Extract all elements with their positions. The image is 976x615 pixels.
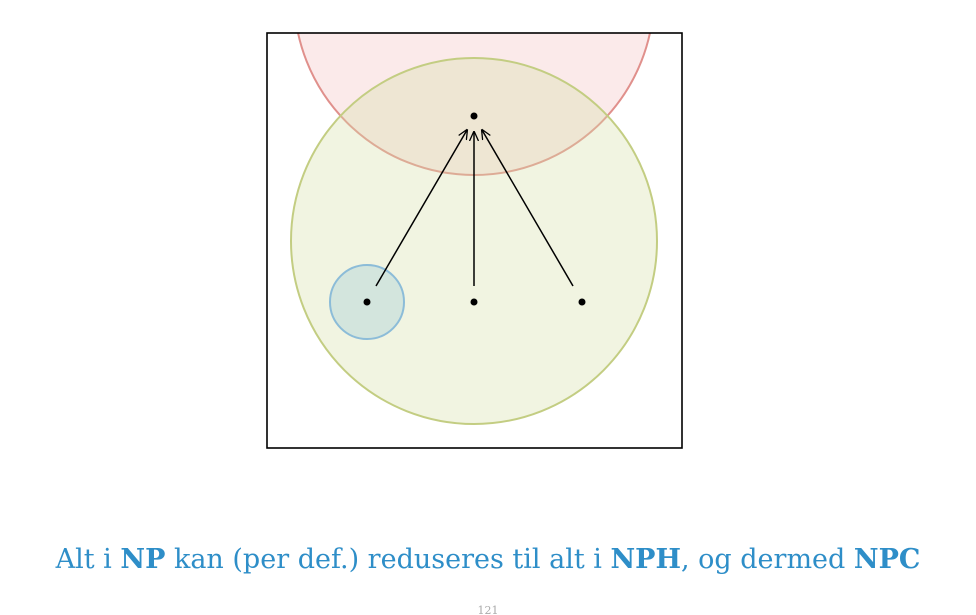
page-number: 121 xyxy=(477,604,499,615)
caption: Alt i NP kan (per def.) reduseres til al… xyxy=(0,544,976,575)
caption-npc: NPC xyxy=(853,544,921,575)
caption-nph: NPH xyxy=(610,544,681,575)
complexity-diagram xyxy=(266,32,683,449)
caption-np: NP xyxy=(120,544,166,575)
caption-part-2: kan (per def.) reduseres til alt i xyxy=(165,544,611,575)
caption-part-1: Alt i xyxy=(55,544,121,575)
node-middle xyxy=(470,298,478,306)
node-left xyxy=(363,298,371,306)
caption-part-3: , og dermed xyxy=(680,544,854,575)
node-right xyxy=(578,298,586,306)
arrow-right xyxy=(482,130,574,287)
diagram-frame xyxy=(266,32,683,449)
node-top xyxy=(470,112,478,120)
arrow-left xyxy=(375,130,467,287)
